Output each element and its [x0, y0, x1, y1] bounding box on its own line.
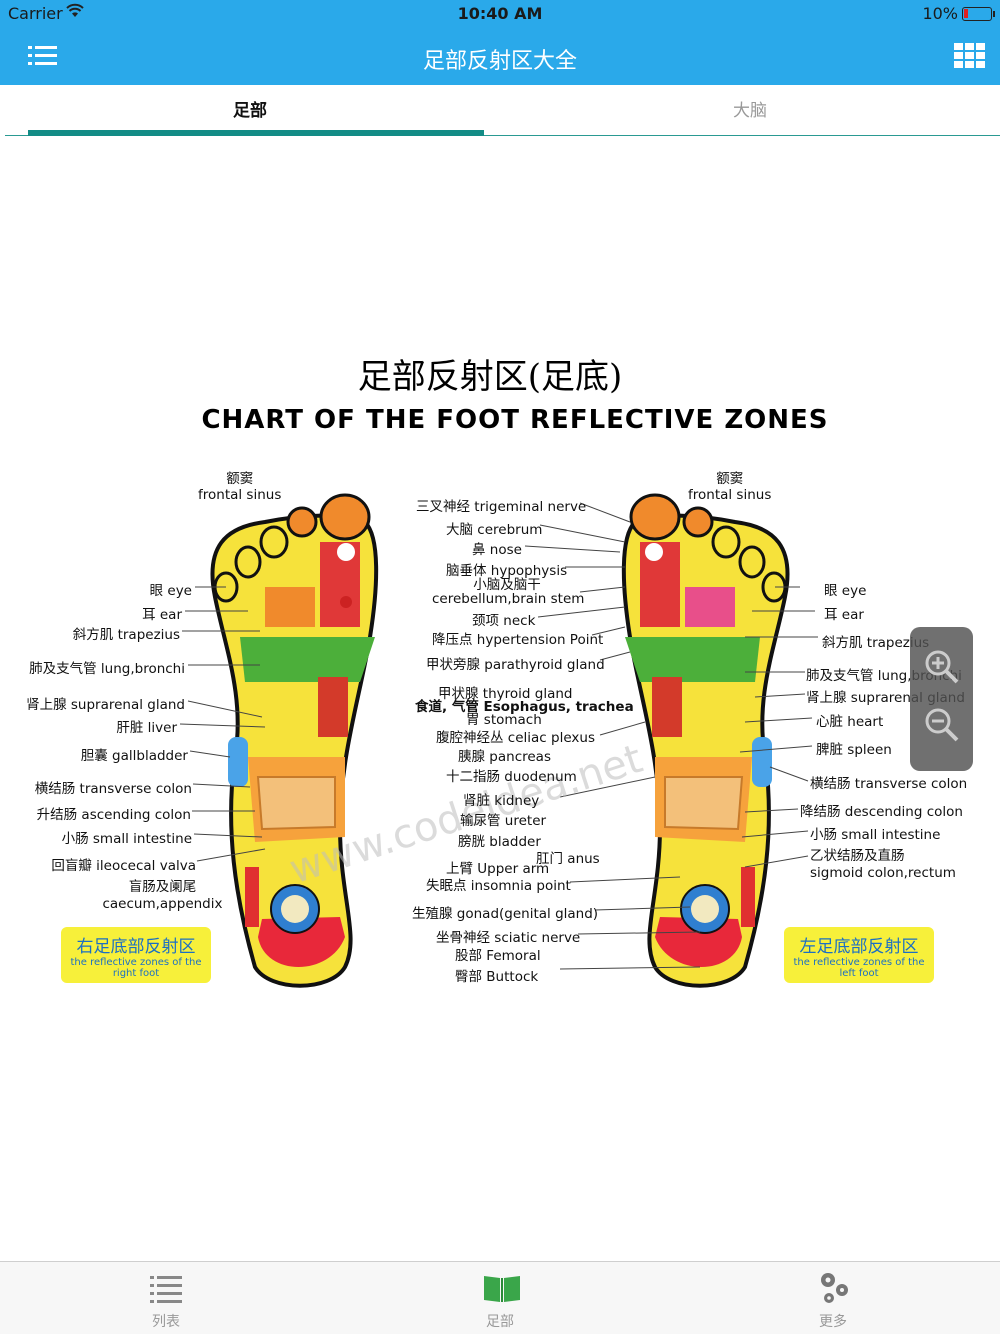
status-bar: Carrier 10:40 AM 10% — [0, 0, 1000, 28]
label-stomach: 胃 stomach — [466, 712, 542, 728]
label-gonad: 生殖腺 gonad(genital gland) — [412, 906, 599, 922]
label-liver: 肝脏 liver — [116, 720, 177, 736]
label-cerebellum: 小脑及脑干 cerebellum,brain stem — [432, 577, 585, 607]
label-thyroid: 甲状腺 thyroid gland — [438, 686, 573, 702]
label-transverse-colon-right: 横结肠 transverse colon — [34, 781, 192, 797]
label-heart: 心脏 heart — [816, 714, 884, 730]
label-small-intestine-left: 小肠 small intestine — [810, 827, 941, 843]
book-icon — [482, 1270, 520, 1306]
right-foot-caption-en: the reflective zones of the right foot — [70, 957, 202, 979]
label-insomnia: 失眠点 insomnia point — [426, 878, 571, 894]
label-duodenum: 十二指肠 duodenum — [446, 769, 577, 785]
label-nose: 鼻 nose — [472, 542, 522, 558]
zoom-controls — [910, 627, 973, 771]
chart-title-cn: 足部反射区(足底) — [357, 357, 623, 397]
tabbar-foot[interactable]: 足部 — [440, 1262, 560, 1334]
label-eye-right: 眼 eye — [149, 583, 192, 599]
label-pancreas: 胰腺 pancreas — [458, 749, 551, 765]
page-title: 足部反射区大全 — [422, 49, 577, 74]
right-foot-caption: 右足底部反射区 the reflective zones of the righ… — [61, 927, 211, 983]
grid-icon[interactable] — [954, 43, 986, 69]
tab-track — [5, 135, 1000, 136]
label-lung-right: 肺及支气管 lung,bronchi — [29, 661, 185, 677]
label-sciatic: 坐骨神经 sciatic nerve — [436, 930, 581, 946]
label-frontal-sinus-left: 额窦 frontal sinus — [688, 471, 772, 503]
tab-foot[interactable]: 足部 — [233, 101, 267, 121]
label-ear-left: 耳 ear — [824, 607, 864, 623]
label-ureter: 输尿管 ureter — [460, 813, 547, 829]
left-foot-caption: 左足底部反射区 the reflective zones of the left… — [784, 927, 934, 983]
nav-bar: 足部反射区大全 — [0, 28, 1000, 85]
label-eye-left: 眼 eye — [824, 583, 867, 599]
list-icon — [148, 1270, 184, 1306]
label-hypertension: 降压点 hypertension Point — [432, 632, 604, 648]
label-celiac: 腹腔神经丛 celiac plexus — [436, 730, 595, 746]
wifi-icon — [66, 3, 84, 23]
clock: 10:40 AM — [457, 4, 543, 23]
label-trapezius-left: 斜方肌 trapezius — [822, 635, 930, 651]
label-caecum: 盲肠及阑尾 caecum,appendix — [102, 879, 223, 912]
label-ileocecal: 回盲瓣 ileocecal valva — [51, 858, 196, 874]
label-transverse-colon-left: 横结肠 transverse colon — [810, 776, 968, 792]
tab-active-indicator — [28, 130, 484, 136]
tabbar-list[interactable]: 列表 — [106, 1262, 226, 1334]
chart-title-en: CHART OF THE FOOT REFLECTIVE ZONES — [201, 405, 829, 435]
label-spleen: 脾脏 spleen — [816, 742, 892, 758]
label-descending-colon: 降结肠 descending colon — [800, 804, 963, 820]
label-trigeminal: 三叉神经 trigeminal nerve — [416, 499, 587, 515]
label-ascending-colon: 升结肠 ascending colon — [36, 807, 191, 823]
label-upper-arm: 上臂 Upper arm — [446, 861, 550, 877]
label-buttock: 臀部 Buttock — [455, 969, 539, 985]
zoom-in-icon[interactable] — [924, 649, 960, 685]
leader-lines — [179, 502, 818, 970]
label-frontal-sinus-right: 额窦 frontal sinus — [198, 471, 282, 503]
carrier-label: Carrier — [8, 4, 63, 23]
label-femoral: 股部 Femoral — [455, 948, 541, 964]
right-foot-caption-cn: 右足底部反射区 — [76, 937, 196, 957]
tabbar-list-label: 列表 — [152, 1314, 180, 1330]
right-foot-diagram — [210, 493, 379, 988]
left-foot-caption-en: the reflective zones of the left foot — [793, 957, 925, 979]
label-suprarenal-right: 肾上腺 suprarenal gland — [26, 697, 185, 713]
menu-list-icon[interactable] — [28, 44, 58, 68]
battery-icon — [962, 7, 995, 21]
tabbar-foot-label: 足部 — [486, 1314, 514, 1330]
gears-icon — [815, 1270, 851, 1306]
label-small-intestine-right: 小肠 small intestine — [61, 831, 192, 847]
tab-brain[interactable]: 大脑 — [733, 101, 767, 121]
label-esophagus: 食道, 气管 Esophagus, trachea — [415, 699, 634, 715]
tabbar-more[interactable]: 更多 — [773, 1262, 893, 1334]
label-gallbladder: 胆囊 gallbladder — [80, 748, 188, 764]
segment-tabs: 足部 大脑 — [0, 85, 1000, 137]
battery-percent: 10% — [922, 4, 958, 23]
label-anus: 肛门 anus — [536, 851, 600, 867]
label-bladder: 膀胱 bladder — [458, 834, 541, 850]
zoom-out-icon[interactable] — [924, 707, 960, 743]
label-parathyroid: 甲状旁腺 parathyroid gland — [426, 657, 605, 673]
left-foot-diagram — [621, 493, 790, 988]
label-hypophysis: 脑垂体 hypophysis — [446, 563, 568, 579]
label-sigmoid: 乙状结肠及直肠 sigmoid colon,rectum — [810, 848, 956, 881]
foot-reflexology-illustration: www.codeidea.net — [179, 493, 818, 988]
left-foot-caption-cn: 左足底部反射区 — [799, 937, 919, 957]
bottom-tab-bar: 列表 足部 更多 — [0, 1261, 1000, 1334]
tabbar-more-label: 更多 — [819, 1314, 847, 1330]
label-ear-right: 耳 ear — [142, 607, 182, 623]
label-neck: 颈项 neck — [472, 613, 536, 629]
label-cerebrum: 大脑 cerebrum — [446, 522, 543, 538]
chart-content[interactable]: 足部反射区(足底) CHART OF THE FOOT REFLECTIVE Z… — [0, 137, 1000, 1261]
label-trapezius-right: 斜方肌 trapezius — [72, 627, 180, 643]
label-kidney: 肾脏 kidney — [463, 793, 540, 809]
